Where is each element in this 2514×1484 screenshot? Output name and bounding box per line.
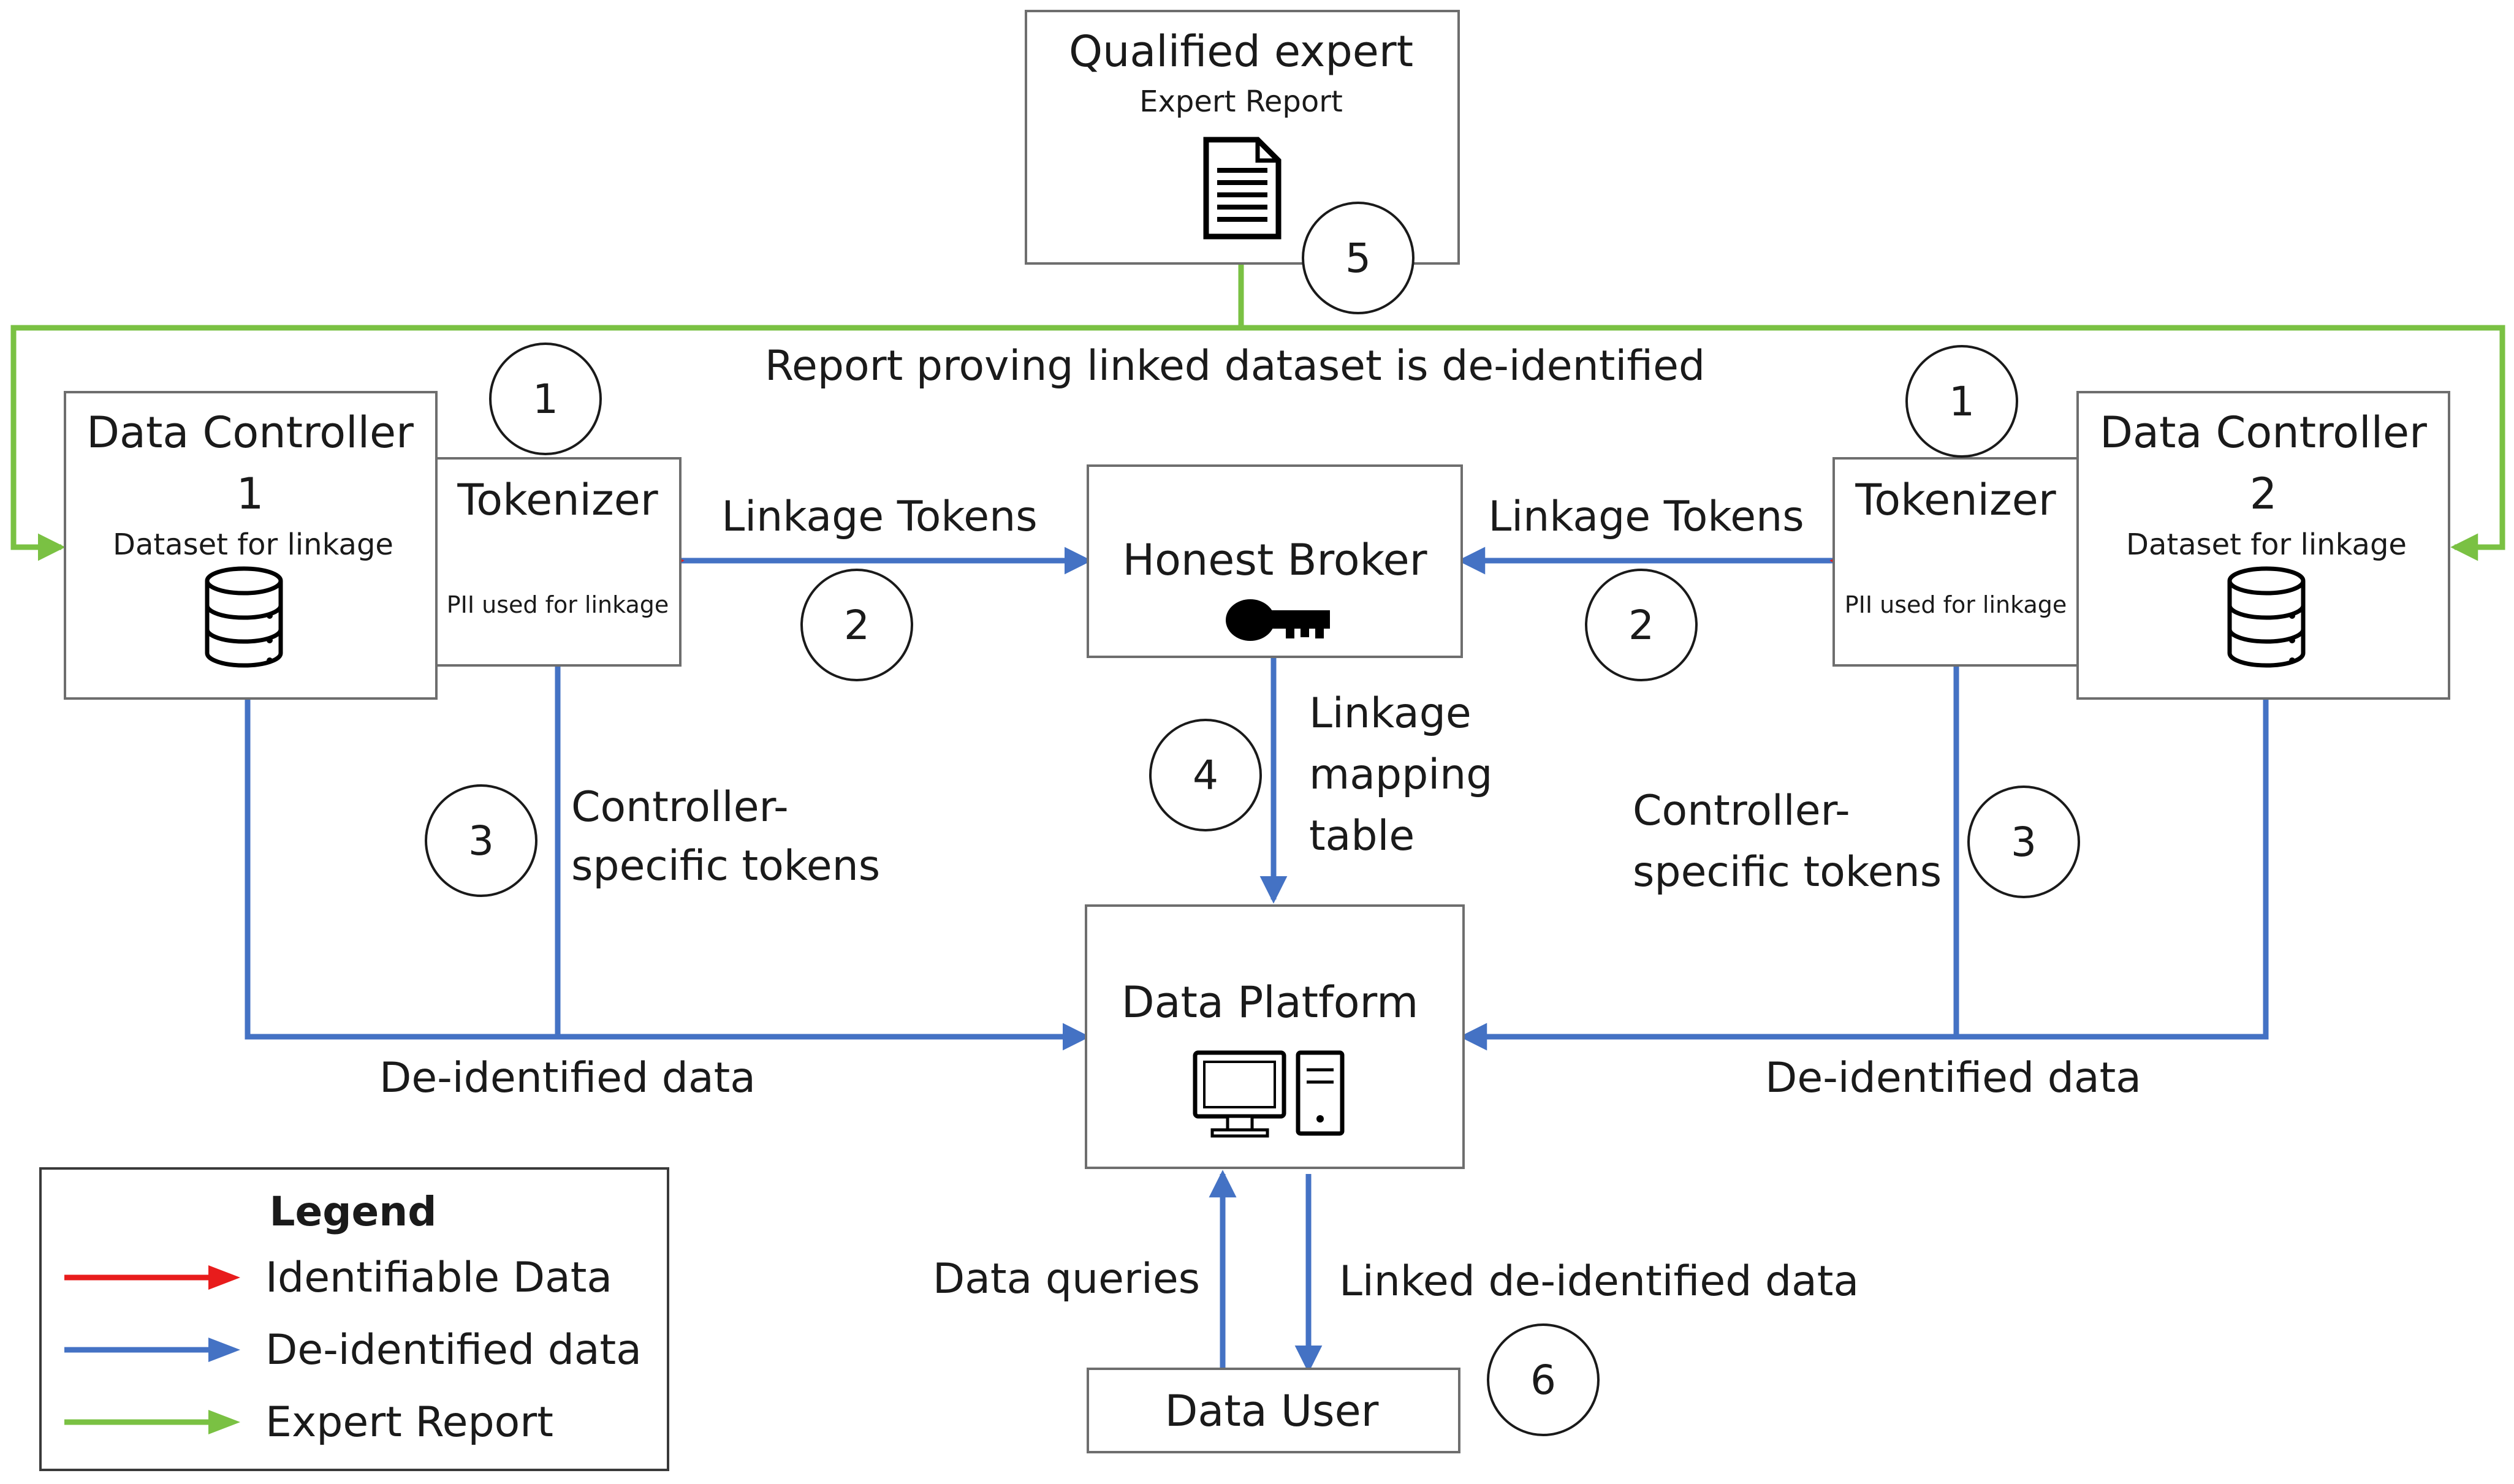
- data-platform-box: Data Platform: [1085, 904, 1465, 1169]
- svg-text:3: 3: [2011, 819, 2037, 866]
- svg-text:2: 2: [1628, 602, 1654, 649]
- left-deidentified-flow: [245, 665, 1090, 1051]
- tokenizer-2-box: Tokenizer PII used for linkage: [1832, 457, 2079, 667]
- expert-report-connector: [10, 263, 2505, 561]
- user-query-arrows: [1209, 1170, 1323, 1373]
- controller-1-number: 1: [237, 469, 264, 519]
- controller-specific-tokens-right-line2: specific tokens: [1633, 848, 1942, 896]
- legend-item: Expert Report: [64, 1398, 553, 1447]
- controller-specific-tokens-left-line1: Controller-: [571, 783, 789, 831]
- controller-2-title: Data Controller: [2100, 407, 2427, 458]
- svg-text:6: 6: [1530, 1357, 1556, 1404]
- linked-deidentified-label: Linked de-identified data: [1339, 1257, 1859, 1306]
- svg-text:3: 3: [468, 817, 494, 865]
- legend-arrowhead: [208, 1265, 240, 1290]
- mapping-label-line3: table: [1309, 812, 1415, 860]
- step-6-marker: 6: [1487, 1323, 1600, 1436]
- step-3-marker-left: 3: [425, 784, 537, 897]
- controller-2-subtitle: Dataset for linkage: [2126, 528, 2407, 562]
- user-title: Data User: [1165, 1386, 1379, 1436]
- controller-1-title: Data Controller: [86, 407, 414, 458]
- expert-subtitle: Expert Report: [1139, 85, 1343, 119]
- key-icon: [1226, 599, 1330, 641]
- legend-label: De-identified data: [265, 1326, 642, 1374]
- deidentified-label-right: De-identified data: [1765, 1054, 2141, 1102]
- tokenizer-1-box: Tokenizer PII used for linkage: [435, 457, 682, 667]
- data-controller-1-box: Data Controller 1 Dataset for linkage: [64, 391, 438, 700]
- step-2-marker-right: 2: [1585, 569, 1698, 681]
- honest-broker-box: Honest Broker: [1087, 464, 1463, 658]
- legend-title: Legend: [269, 1188, 436, 1235]
- platform-title: Data Platform: [1122, 977, 1419, 1028]
- step-4-marker: 4: [1149, 719, 1262, 831]
- legend-label: Expert Report: [265, 1398, 553, 1447]
- computer-icon: [1193, 1050, 1345, 1138]
- legend-arrowhead: [208, 1338, 240, 1362]
- svg-text:4: 4: [1193, 752, 1218, 799]
- controller-specific-tokens-left-line2: specific tokens: [571, 842, 880, 890]
- tokenizer-2-subtitle: PII used for linkage: [1845, 591, 2067, 618]
- right-deidentified-flow: [1459, 665, 2269, 1051]
- document-icon: [1203, 137, 1282, 240]
- svg-text:2: 2: [844, 602, 870, 649]
- step-5-marker: 5: [1302, 202, 1415, 314]
- controller-2-number: 2: [2250, 469, 2277, 519]
- svg-text:5: 5: [1345, 235, 1371, 282]
- tokenizer-2-title: Tokenizer: [1855, 475, 2056, 525]
- svg-text:1: 1: [533, 376, 558, 423]
- data-controller-2-box: Data Controller 2 Dataset for linkage: [2076, 391, 2450, 700]
- legend-arrowhead: [208, 1410, 240, 1434]
- broker-title: Honest Broker: [1122, 535, 1427, 585]
- database-icon: [205, 566, 283, 668]
- controller-specific-tokens-right-line1: Controller-: [1633, 787, 1850, 835]
- step-1-marker-right: 1: [1905, 345, 2018, 458]
- legend-label: Identifiable Data: [265, 1254, 612, 1302]
- data-queries-label: Data queries: [933, 1255, 1200, 1303]
- data-user-box: Data User: [1087, 1368, 1460, 1453]
- legend-item: Identifiable Data: [64, 1254, 612, 1302]
- tokenizer-1-subtitle: PII used for linkage: [447, 591, 669, 618]
- database-icon: [2227, 566, 2306, 668]
- mapping-label-line1: Linkage: [1309, 689, 1472, 738]
- deidentified-label-left: De-identified data: [379, 1054, 756, 1102]
- expert-title: Qualified expert: [1069, 26, 1413, 77]
- legend-item: De-identified data: [64, 1326, 642, 1374]
- controller-1-subtitle: Dataset for linkage: [113, 528, 393, 562]
- svg-text:1: 1: [1949, 378, 1975, 425]
- report-label: Report proving linked dataset is de-iden…: [765, 342, 1705, 390]
- linkage-tokens-label-right: Linkage Tokens: [1488, 493, 1804, 541]
- mapping-label-line2: mapping: [1309, 751, 1492, 799]
- step-3-marker-right: 3: [1967, 786, 2080, 898]
- tokenizer-1-title: Tokenizer: [457, 475, 658, 525]
- step-1-marker-left: 1: [489, 343, 602, 455]
- linkage-tokens-label-left: Linkage Tokens: [721, 493, 1037, 541]
- step-2-marker-left: 2: [800, 569, 913, 681]
